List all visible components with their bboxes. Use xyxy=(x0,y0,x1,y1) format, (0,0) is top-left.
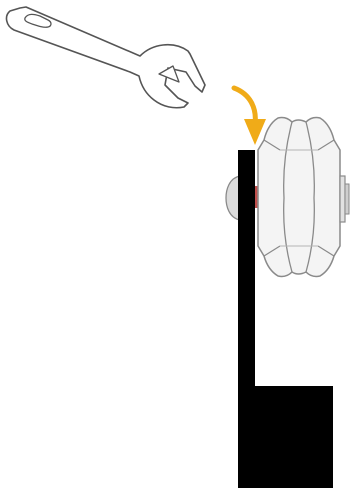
pulley-end-cap xyxy=(339,175,350,223)
pulley-groove-left xyxy=(283,121,293,273)
end-cap-nut xyxy=(344,183,350,215)
wrench-icon xyxy=(5,6,206,109)
pulley-flange-right-bottom xyxy=(317,245,335,257)
curved-arrow-icon xyxy=(231,85,266,145)
mounting-bracket xyxy=(238,150,333,488)
pulley-groove-right xyxy=(305,121,315,273)
wrench-handle-hole xyxy=(24,13,52,28)
pulley-flange-right-top xyxy=(317,139,335,151)
pulley-body xyxy=(257,116,341,278)
end-cap-washer xyxy=(339,175,346,223)
pulley-flange-left-top xyxy=(263,139,281,151)
wrench-shape xyxy=(5,6,206,109)
pulley-wheel xyxy=(257,116,341,278)
arrow-head xyxy=(244,119,266,145)
pulley-flange-left-bottom xyxy=(263,245,281,257)
wrench-head-cutout xyxy=(158,65,180,83)
back-hub-cap xyxy=(225,175,241,221)
arrow-curve xyxy=(231,85,258,127)
